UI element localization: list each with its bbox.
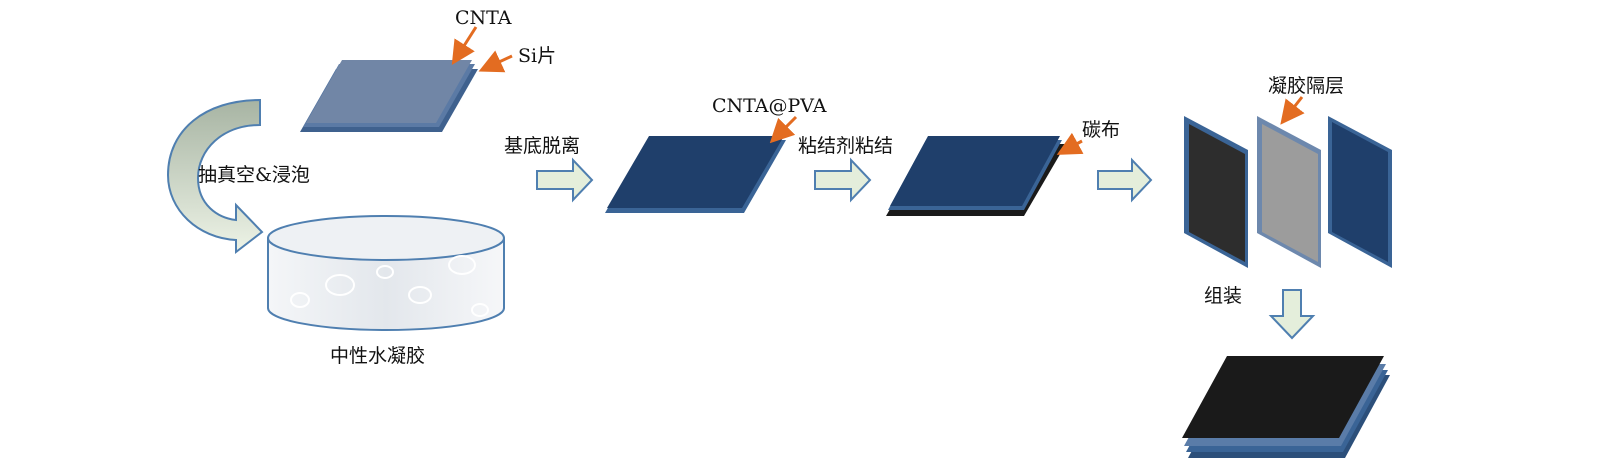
carbon-cloth-label: 碳布 — [1082, 119, 1120, 141]
electrode-left — [1184, 116, 1248, 268]
si-wafer-label: Si片 — [518, 45, 556, 67]
neutral-hydrogel-label: 中性水凝胶 — [330, 345, 425, 367]
carbon-cloth-plate — [886, 136, 1066, 216]
substrate-detach-label: 基底脱离 — [504, 135, 580, 157]
hydrogel-container — [267, 215, 505, 331]
assembly-label: 组装 — [1204, 285, 1242, 307]
cnta-label: CNTA — [455, 7, 512, 29]
electrode-right — [1328, 116, 1392, 268]
cnta-pointer: CNTA — [451, 7, 512, 66]
assembled-device — [1182, 356, 1390, 458]
si-wafer-pointer: Si片 — [478, 45, 556, 73]
flow-arrow-2 — [814, 157, 872, 203]
cnta-pva-pointer — [769, 115, 798, 144]
cnta-si-wafer-plate — [300, 60, 478, 132]
gel-separator-label: 凝胶隔层 — [1268, 75, 1344, 97]
flow-arrow-1 — [536, 157, 594, 203]
vacuum-soak-label: 抽真空&浸泡 — [198, 164, 310, 186]
gel-separator-pointer — [1280, 96, 1305, 125]
carbon-cloth-pointer — [1056, 132, 1084, 155]
gel-separator-layer — [1257, 116, 1321, 268]
flow-arrow-3 — [1097, 157, 1153, 203]
cnta-pva-label: CNTA@PVA — [712, 95, 827, 117]
adhesive-bonding-label: 粘结剂粘结 — [798, 135, 893, 157]
cnta-pva-plate — [605, 136, 786, 213]
flow-arrow-down — [1268, 289, 1316, 340]
curved-arrow — [166, 98, 264, 255]
